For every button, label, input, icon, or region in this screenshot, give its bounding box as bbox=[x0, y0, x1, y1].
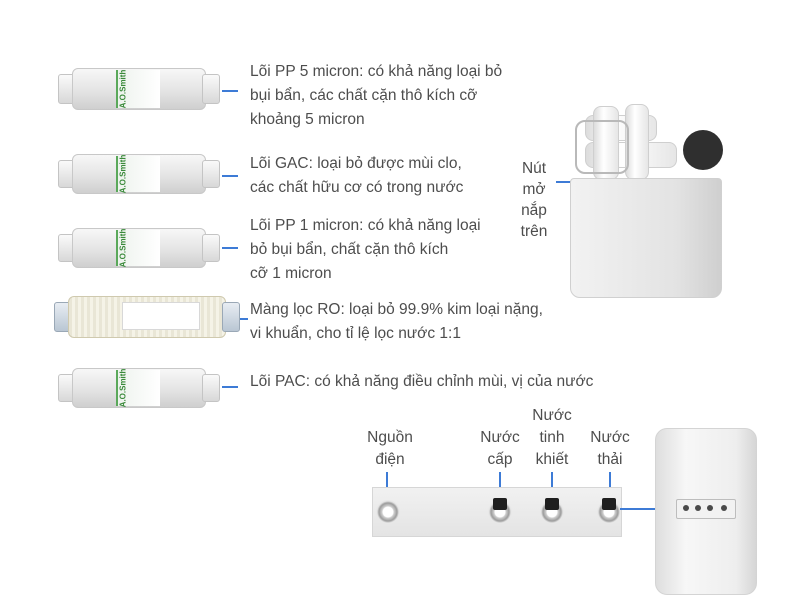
filter-pac-description: Lõi PAC: có khả năng điều chỉnh mùi, vị … bbox=[250, 373, 594, 390]
filter-pac-cartridge: A.O.Smith bbox=[58, 364, 220, 412]
pure-water-port-icon bbox=[540, 498, 564, 524]
waste-water-port-icon bbox=[597, 498, 621, 524]
filter-ro-membrane bbox=[54, 292, 240, 342]
inlet-port-icon bbox=[488, 498, 512, 524]
brand-logo: A.O.Smith bbox=[118, 69, 128, 109]
top-button-label: Nút mở nắp trên bbox=[520, 160, 548, 240]
purifier-back-view bbox=[655, 428, 757, 595]
filter-pp5-cartridge: A.O.Smith bbox=[58, 64, 220, 114]
filter-ro-description: Màng lọc RO: loại bỏ 99.9% kim loại nặng… bbox=[250, 301, 543, 342]
filter-gac-cartridge: A.O.Smith bbox=[58, 150, 220, 198]
port-panel bbox=[372, 487, 622, 537]
power-port-icon bbox=[376, 500, 400, 524]
filter-pp1-description: Lõi PP 1 micron: có khả năng loại bỏ bụi… bbox=[250, 217, 481, 282]
filter-pp1-cartridge: A.O.Smith bbox=[58, 224, 220, 272]
brand-logo: A.O.Smith bbox=[118, 228, 128, 268]
filter-pp5-description: Lõi PP 5 micron: có khả năng loại bỏ bụi… bbox=[250, 63, 503, 128]
water-purifier-icon bbox=[565, 100, 735, 300]
brand-logo: A.O.Smith bbox=[118, 368, 128, 408]
brand-logo: A.O.Smith bbox=[118, 154, 128, 194]
filter-gac-description: Lõi GAC: loại bỏ được mùi clo, các chất … bbox=[250, 155, 464, 196]
